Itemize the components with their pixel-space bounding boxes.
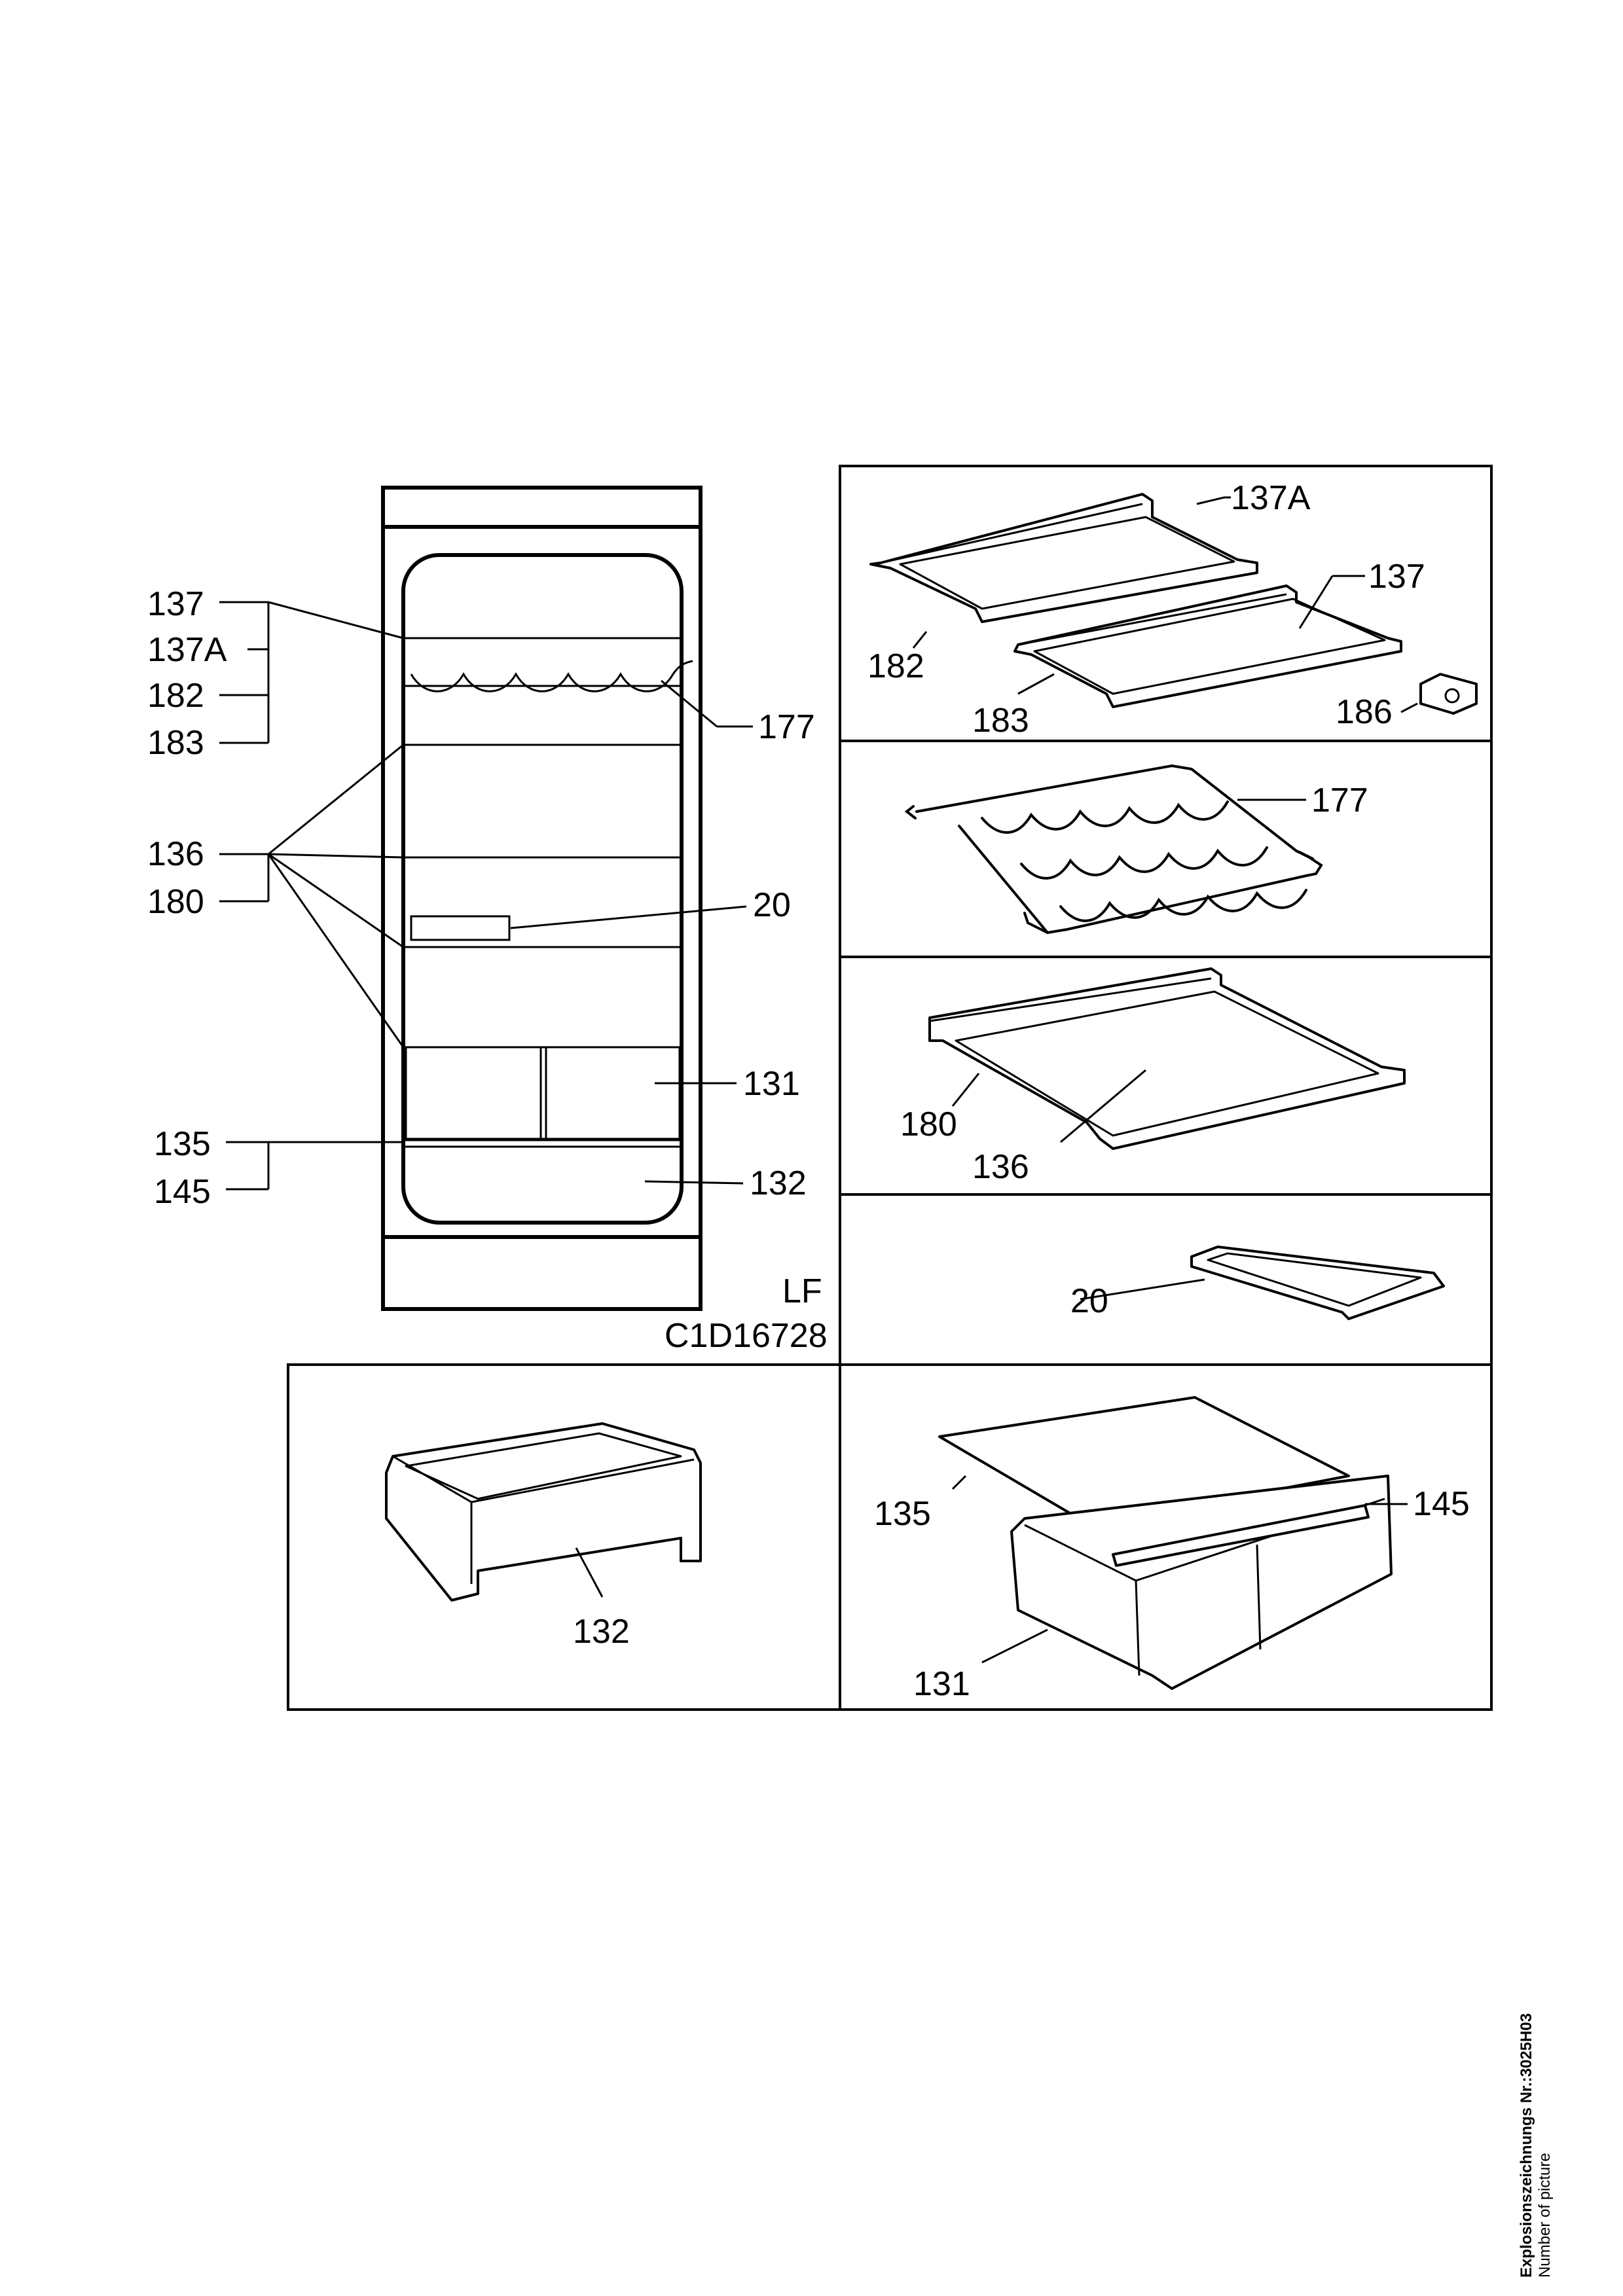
label-131: 131 bbox=[743, 1065, 800, 1103]
label-177-detail: 177 bbox=[1311, 781, 1368, 819]
label-137a: 137A bbox=[147, 631, 227, 669]
label-132-detail: 132 bbox=[573, 1613, 630, 1651]
label-177: 177 bbox=[758, 708, 815, 746]
footer-title: Explosionszeichnungs Nr.:3025H03 bbox=[1518, 2013, 1535, 2278]
detail-frames bbox=[287, 465, 1493, 1711]
panel-tray: 20 bbox=[1070, 1246, 1445, 1320]
cabinet-callouts: 137 137A 182 183 136 180 135 145 177 20 … bbox=[147, 585, 828, 1355]
label-137: 137 bbox=[147, 585, 204, 623]
footer-caption: Explosionszeichnungs Nr.:3025H03 Number … bbox=[1518, 1885, 1570, 2278]
panel-glass-shelves: 137A 137 182 183 186 bbox=[867, 479, 1478, 740]
label-135-detail: 135 bbox=[874, 1495, 931, 1533]
label-20-detail: 20 bbox=[1070, 1282, 1108, 1320]
drawing-code: C1D16728 bbox=[665, 1317, 828, 1355]
label-132: 132 bbox=[750, 1164, 807, 1202]
panel-crisper-drawer: 132 bbox=[385, 1422, 702, 1651]
label-20: 20 bbox=[753, 886, 791, 924]
label-145-detail: 145 bbox=[1413, 1485, 1470, 1523]
label-180-detail: 180 bbox=[900, 1105, 957, 1143]
cabinet-overview bbox=[381, 486, 702, 1311]
label-183: 183 bbox=[147, 724, 204, 762]
label-182: 182 bbox=[147, 677, 204, 715]
label-137a-detail: 137A bbox=[1231, 479, 1311, 517]
label-136-detail: 136 bbox=[972, 1148, 1029, 1186]
label-145: 145 bbox=[154, 1173, 211, 1211]
footer-subtitle: Number of picture bbox=[1536, 2153, 1554, 2278]
panel-glass-shelf: 180 136 bbox=[900, 967, 1406, 1186]
label-186-detail: 186 bbox=[1336, 693, 1393, 731]
label-135: 135 bbox=[154, 1125, 211, 1163]
label-183-detail: 183 bbox=[972, 702, 1029, 740]
label-180: 180 bbox=[147, 883, 204, 921]
label-136: 136 bbox=[147, 835, 204, 873]
panel-wine-rack: 177 bbox=[904, 764, 1368, 935]
label-131-detail: 131 bbox=[913, 1665, 970, 1703]
label-137-detail: 137 bbox=[1368, 558, 1425, 596]
label-182-detail: 182 bbox=[867, 647, 924, 685]
variant-label: LF bbox=[782, 1272, 822, 1310]
panel-crisper-set: 135 145 131 bbox=[874, 1396, 1470, 1703]
